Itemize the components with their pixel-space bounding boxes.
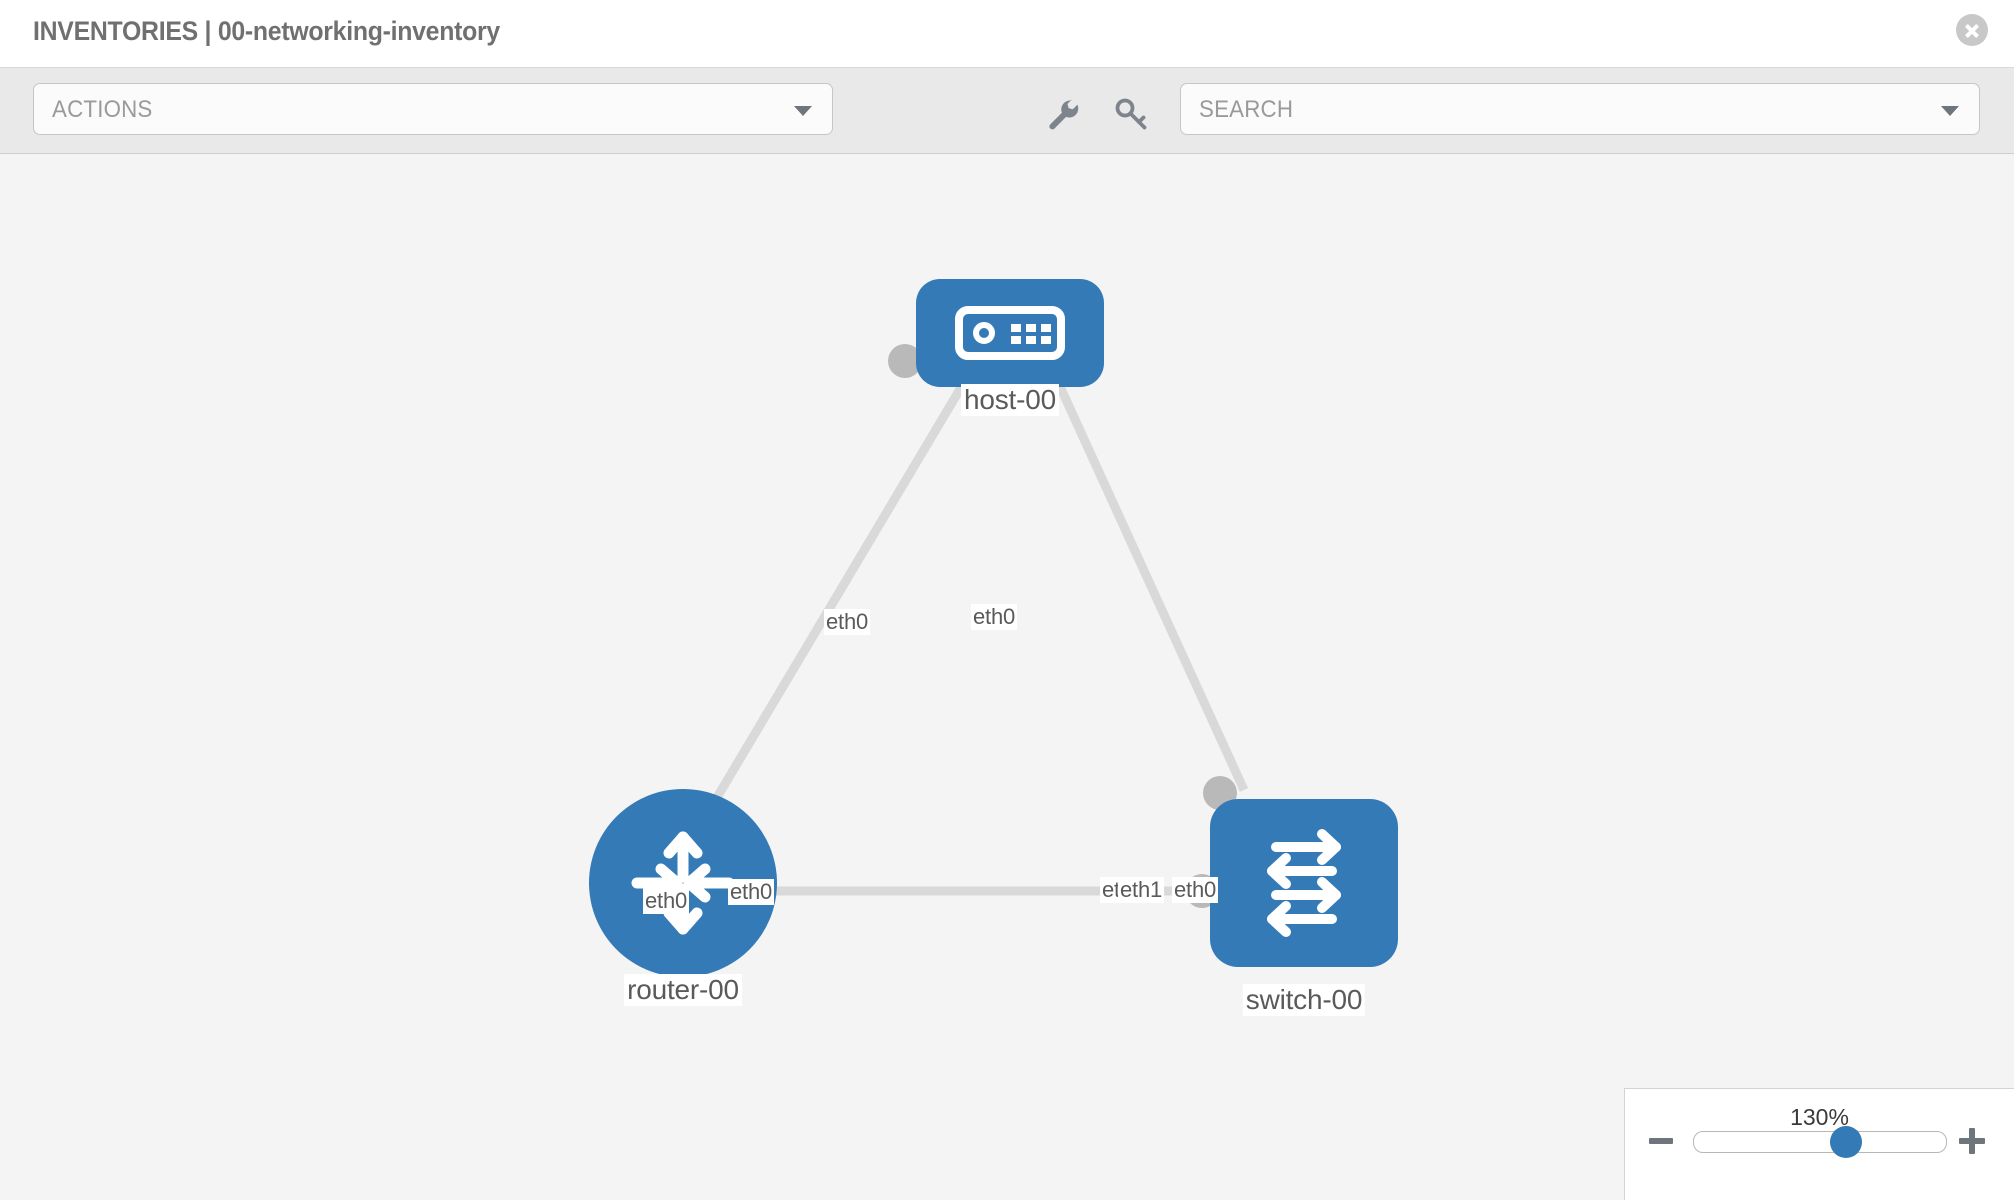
- edge-label-router-to-host: eth0: [643, 888, 690, 914]
- zoom-slider-track[interactable]: [1693, 1126, 1947, 1158]
- node-switch-00-shape[interactable]: [1210, 799, 1398, 967]
- zoom-in-button[interactable]: [1959, 1128, 1985, 1154]
- edge-label-switch-to-router: eth1: [1118, 877, 1165, 903]
- edge-label-switch-to-host: eth0: [1172, 877, 1219, 903]
- edge-label-router-to-switch: eth0: [728, 879, 775, 905]
- node-host-00-label: host-00: [961, 384, 1059, 416]
- zoom-level-value: 130%: [1790, 1104, 1849, 1130]
- router-arrows-icon: [631, 831, 735, 935]
- toolbar: ACTIONS SEARCH: [0, 68, 2014, 154]
- actions-dropdown-label: ACTIONS: [52, 96, 153, 123]
- zoom-slider-handle[interactable]: [1830, 1126, 1863, 1158]
- node-host-00[interactable]: host-00: [916, 279, 1104, 416]
- chevron-down-icon: [1941, 106, 1959, 116]
- key-icon[interactable]: [1112, 95, 1150, 133]
- node-switch-00-label: switch-00: [1242, 984, 1366, 1016]
- edge-label-host-right: eth0: [971, 604, 1018, 630]
- server-icon: [955, 306, 1065, 360]
- zoom-out-button[interactable]: [1649, 1138, 1673, 1144]
- wrench-icon[interactable]: [1044, 95, 1082, 133]
- node-switch-00[interactable]: switch-00: [1210, 799, 1398, 1016]
- node-router-00-label: router-00: [624, 974, 742, 1006]
- page-header: INVENTORIES | 00-networking-inventory: [0, 0, 2014, 68]
- edge-label-host-left: eth0: [824, 609, 871, 635]
- switch-arrows-icon: [1267, 829, 1341, 937]
- search-input[interactable]: SEARCH: [1180, 83, 1980, 135]
- actions-dropdown[interactable]: ACTIONS: [33, 83, 833, 135]
- close-icon[interactable]: [1956, 14, 1988, 46]
- zoom-control-panel: 130%: [1624, 1088, 2014, 1200]
- page-title: INVENTORIES | 00-networking-inventory: [33, 16, 500, 46]
- node-host-00-shape[interactable]: [916, 279, 1104, 387]
- search-placeholder: SEARCH: [1199, 96, 1294, 123]
- topology-canvas[interactable]: host-00 router-00: [0, 154, 2014, 1200]
- chevron-down-icon: [794, 106, 812, 116]
